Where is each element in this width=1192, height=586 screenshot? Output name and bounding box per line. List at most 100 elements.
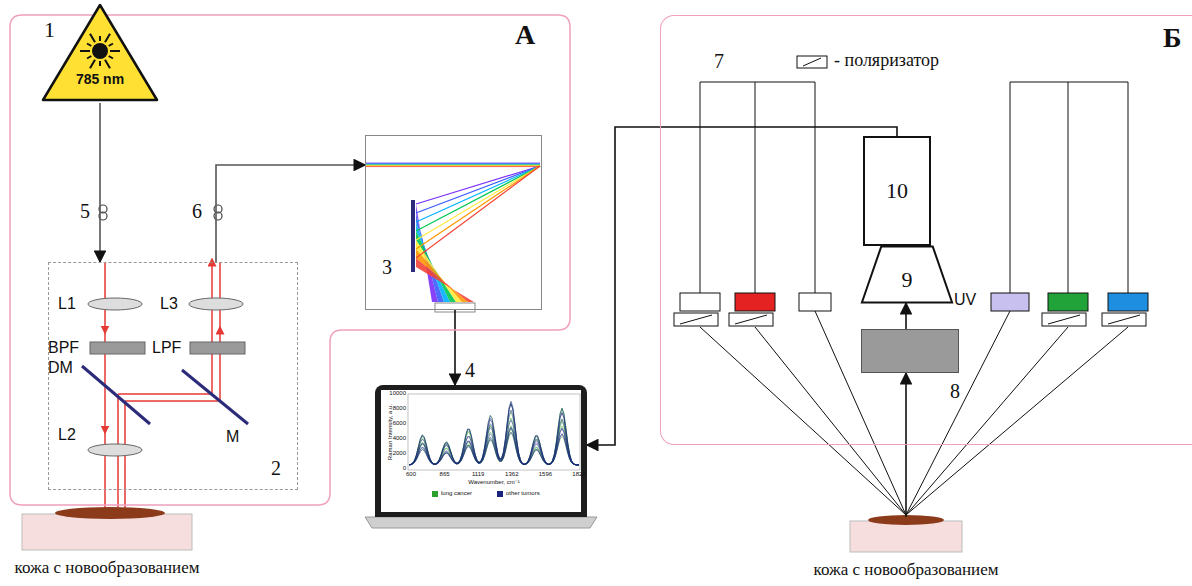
axis-tick: 1119 <box>472 471 484 478</box>
polarizer-symbol <box>797 56 827 68</box>
bracket <box>755 82 756 293</box>
probe-optics <box>182 370 248 424</box>
axis-tick: 10000 <box>389 390 406 397</box>
optical-filter: 8 <box>861 329 959 373</box>
objective-lens: 9 <box>861 246 953 303</box>
probe-optics <box>88 298 142 310</box>
led-sources <box>674 313 718 326</box>
led-sources <box>1048 315 1080 324</box>
legend-swatch <box>432 491 438 497</box>
skin-sample-art <box>22 514 192 550</box>
probe-optics <box>219 330 221 401</box>
spectrometer: 3 <box>365 135 542 310</box>
bracket <box>700 82 701 293</box>
probe-optics <box>219 262 221 330</box>
led-sources <box>991 293 1029 311</box>
optical-fiber <box>99 103 101 262</box>
part-label: M <box>226 428 239 446</box>
laptop-screen <box>409 404 579 465</box>
led-sources <box>674 293 1148 515</box>
led-sources <box>1042 313 1086 326</box>
polarizer-symbol <box>803 58 821 66</box>
laser-warning-triangle <box>90 60 95 69</box>
laptop: 4 <box>375 385 587 517</box>
callout-number: 4 <box>465 359 475 382</box>
fiber-coil <box>99 205 222 220</box>
camera: 10 <box>863 136 931 246</box>
lens-outline <box>862 247 952 303</box>
spectrometer-optics <box>366 164 540 165</box>
laser-warning-triangle <box>110 50 120 52</box>
signal-arrow <box>587 127 897 445</box>
laptop-base <box>365 517 597 528</box>
laser-warning-triangle <box>109 56 113 59</box>
laptop-screen <box>375 385 587 517</box>
callout-number: 3 <box>382 256 392 279</box>
spectrometer-optics <box>416 166 540 249</box>
callout-number: 2 <box>271 457 281 480</box>
part-label: L2 <box>58 426 76 444</box>
bracket <box>1010 82 1011 293</box>
caption-text: кожа с новообразованием <box>15 558 200 578</box>
spectrometer-optics <box>411 200 415 272</box>
spectrometer-optics <box>366 166 540 167</box>
axis-tick: 0 <box>403 465 406 472</box>
laser-warning-triangle <box>87 44 91 47</box>
callout-number: 6 <box>192 200 202 223</box>
wavelength-label: 785 nm <box>76 71 124 87</box>
spectrometer-optics <box>416 166 540 240</box>
legend-text: lung cancer <box>441 490 472 497</box>
axis-tick: 1362 <box>505 471 518 478</box>
laptop-screen <box>409 401 579 465</box>
spectrometer-optics <box>366 163 540 164</box>
probe-optics <box>118 393 212 395</box>
part-label: LPF <box>152 339 181 357</box>
spectrometer-optics <box>416 166 540 222</box>
probe-optics <box>189 298 243 310</box>
legend-note: - поляризатор <box>834 50 939 71</box>
laser-warning-triangle <box>40 3 160 103</box>
axis-tick: 1596 <box>539 471 552 478</box>
spectrometer-optics <box>416 166 540 258</box>
axis-title: Wavenumber, cm⁻¹ <box>468 479 520 486</box>
spectrometer-optics <box>416 166 540 231</box>
part-label: DM <box>48 359 73 377</box>
laser-warning-triangle <box>105 60 110 69</box>
laser-warning-triangle <box>99 61 101 66</box>
probe-optics <box>104 430 106 508</box>
skin-sample-art <box>55 507 165 519</box>
callout-number: 10 <box>886 178 908 203</box>
probe-optics <box>82 366 150 424</box>
led-sources <box>1048 293 1088 311</box>
caption-text: кожа с новообразованием <box>814 560 999 580</box>
callout-number: 7 <box>714 50 724 73</box>
axis-tick: 600 <box>406 471 416 478</box>
laser-warning-triangle <box>99 36 101 41</box>
callout-number: 8 <box>950 380 960 403</box>
axis-title: Raman Intensity, a.u. <box>387 404 394 460</box>
callout-number: 9 <box>902 257 913 292</box>
axis-tick: 1820 <box>572 471 585 478</box>
part-label: BPF <box>48 339 79 357</box>
laptop-screen <box>409 404 579 465</box>
callout-number: 1 <box>44 17 55 42</box>
bracket <box>1128 82 1129 293</box>
laptop-screen <box>408 394 580 470</box>
spectrometer-optics <box>366 164 540 165</box>
bracket <box>1010 82 1128 83</box>
probe-optics <box>125 400 220 402</box>
skin-sample: кожа с новообразованием <box>850 518 962 550</box>
signal-arrow <box>905 373 907 517</box>
laser-warning-triangle <box>109 44 113 47</box>
led-sources <box>1108 315 1140 324</box>
axis-tick: 8000 <box>393 405 406 412</box>
probe-optics <box>82 262 248 508</box>
probe-optics <box>90 342 145 354</box>
led-sources <box>735 315 767 324</box>
bracket <box>700 82 815 83</box>
axis-tick: 865 <box>440 471 450 478</box>
laser-warning-triangle <box>87 56 91 59</box>
led-sources <box>799 293 831 311</box>
